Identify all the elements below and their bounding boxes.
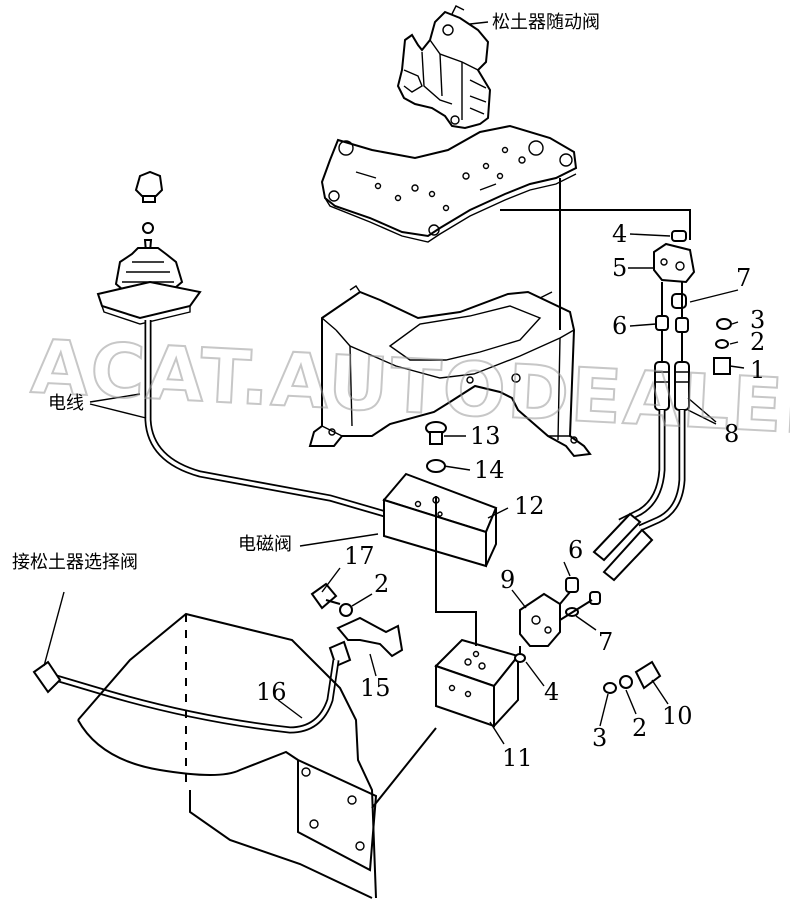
bolt-10-drawing <box>603 660 662 694</box>
callout-4-top: 4 <box>612 220 627 248</box>
follow-valve-drawing <box>396 5 492 130</box>
callout-7-mid: 7 <box>598 628 613 656</box>
label-solenoid-valve: 电磁阀 <box>238 534 292 555</box>
solenoid-valve-drawing <box>382 472 498 568</box>
callout-2-top: 2 <box>750 328 765 356</box>
right-fittings-drawing <box>653 230 732 411</box>
callout-2-left: 2 <box>374 570 389 598</box>
callout-2-bottom: 2 <box>632 714 647 742</box>
callout-1: 1 <box>750 356 765 384</box>
callout-9: 9 <box>500 566 515 594</box>
callout-17: 17 <box>344 542 375 570</box>
callout-6-mid: 6 <box>568 536 583 564</box>
support-frame-drawing <box>308 285 592 458</box>
label-follow-valve: 松土器随动阀 <box>492 12 600 33</box>
mounting-plate-drawing <box>320 124 578 243</box>
callout-3-top: 3 <box>750 306 765 334</box>
return-hoses <box>592 410 686 582</box>
callout-13: 13 <box>470 422 501 450</box>
wire-drawing <box>144 320 393 520</box>
leader-lines <box>43 21 745 745</box>
callout-4-mid: 4 <box>544 678 559 706</box>
valve-block-11-drawing <box>434 638 520 729</box>
bolt-13-drawing <box>425 421 447 473</box>
callout-15: 15 <box>360 674 391 702</box>
callout-5: 5 <box>612 254 627 282</box>
hose-16-drawing <box>32 659 340 734</box>
callout-16: 16 <box>256 678 287 706</box>
callout-8: 8 <box>724 420 739 448</box>
callout-3-bottom: 3 <box>592 724 607 752</box>
elbow-9-drawing <box>514 577 601 663</box>
callout-12: 12 <box>514 492 545 520</box>
callout-11: 11 <box>502 744 533 772</box>
label-wire: 电线 <box>48 393 84 414</box>
watermark-text: ACAT.AUTODEALER.RU <box>29 324 790 460</box>
bottom-housing-drawing <box>77 612 378 899</box>
joystick-drawing <box>96 170 202 325</box>
callout-14: 14 <box>474 456 505 484</box>
callout-7-top: 7 <box>736 264 751 292</box>
callout-6-top: 6 <box>612 312 627 340</box>
callout-10: 10 <box>662 702 693 730</box>
pipe-lines <box>371 178 691 809</box>
label-to-selector-valve: 接松土器选择阀 <box>12 552 138 573</box>
